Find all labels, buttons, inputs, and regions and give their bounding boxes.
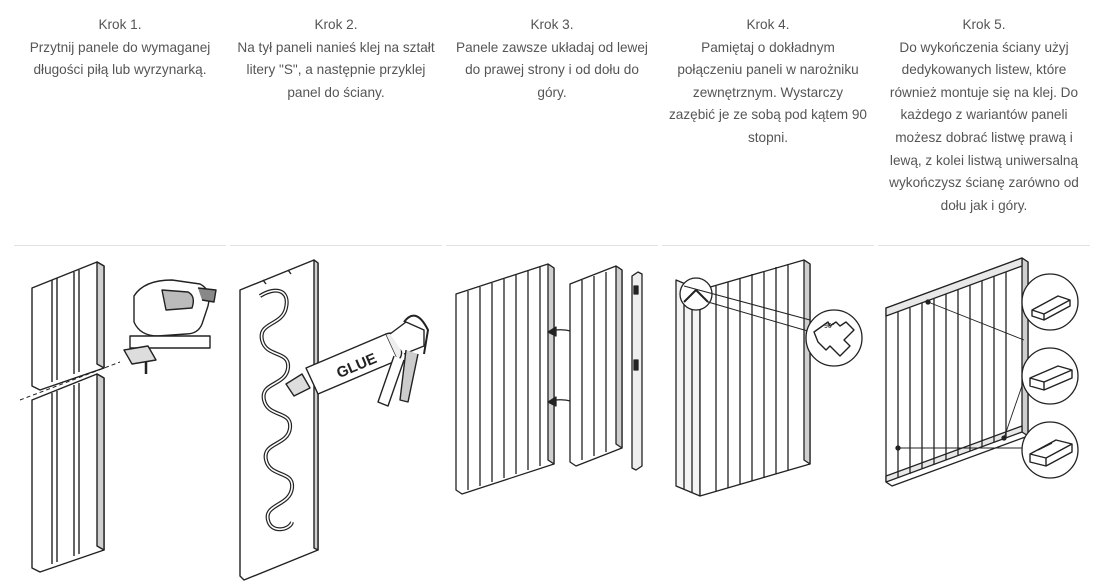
strip-detail-middle [1021, 347, 1079, 405]
step-3-text: Krok 3. Panele zawsze układaj od lewej d… [452, 14, 652, 104]
strip-detail-top [1021, 273, 1079, 331]
step-description: Pamiętaj o dokładnym połączeniu paneli w… [669, 39, 867, 145]
divider [446, 245, 658, 246]
step-description: Do wykończenia ściany użyj dedykowanych … [889, 39, 1079, 213]
divider [14, 245, 226, 246]
step-title: Krok 4. [746, 17, 790, 32]
instruction-steps: Krok 1. Przytnij panele do wymaganej dłu… [12, 0, 1092, 583]
step-title: Krok 2. [314, 17, 358, 32]
angle-label: 90° [824, 322, 835, 330]
spirit-level-icon [631, 271, 643, 471]
step-5-text: Krok 5. Do wykończenia ściany użyj dedyk… [884, 14, 1084, 217]
finishing-strips-illustration [885, 257, 1079, 487]
strip-detail-bottom [1021, 421, 1079, 479]
step-description: Na tył paneli nanieś klej na ształt lite… [237, 39, 435, 100]
step-2: Krok 2. Na tył paneli nanieś klej na szt… [228, 0, 444, 583]
divider [878, 245, 1090, 246]
step-5: Krok 5. Do wykończenia ściany użyj dedyk… [876, 0, 1092, 583]
step-description: Panele zawsze układaj od lewej do prawej… [456, 39, 648, 100]
step-title: Krok 3. [530, 17, 574, 32]
step-1-text: Krok 1. Przytnij panele do wymaganej dłu… [20, 14, 220, 82]
step-2-text: Krok 2. Na tył paneli nanieś klej na szt… [236, 14, 436, 104]
panel-order-illustration [455, 263, 643, 495]
step-title: Krok 1. [98, 17, 142, 32]
step-1: Krok 1. Przytnij panele do wymaganej dłu… [12, 0, 228, 583]
step-4-text: Krok 4. Pamiętaj o dokładnym połączeniu … [668, 14, 868, 150]
jigsaw-icon [123, 279, 217, 374]
step-3: Krok 3. Panele zawsze układaj od lewej d… [444, 0, 660, 583]
step-title: Krok 5. [962, 17, 1006, 32]
glue-application-illustration: GLUE [239, 259, 429, 581]
divider [662, 245, 874, 246]
corner-joint-illustration: 90° [675, 259, 863, 497]
step-description: Przytnij panele do wymaganej długości pi… [29, 39, 211, 78]
step-4: Krok 4. Pamiętaj o dokładnym połączeniu … [660, 0, 876, 583]
divider [230, 245, 442, 246]
jigsaw-cutting-illustration [19, 261, 217, 573]
